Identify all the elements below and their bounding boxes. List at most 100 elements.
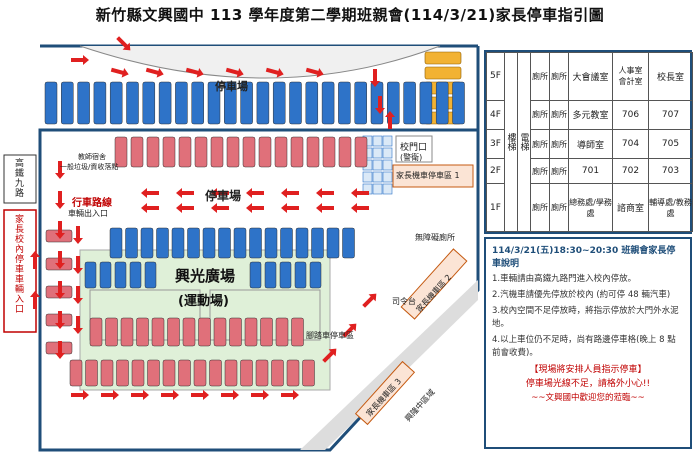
toilet-cell: 廁所: [549, 183, 569, 232]
car: [249, 261, 262, 289]
car: [85, 359, 98, 387]
arrow-shape: [221, 390, 239, 400]
gate-label: 校門口: [400, 143, 428, 153]
car: [136, 317, 149, 347]
arrow-shape: [342, 323, 357, 338]
floor-label: 1F: [486, 183, 505, 232]
route-arrow: [30, 291, 40, 309]
toilet-cell: 廁所: [530, 158, 550, 185]
arrow-shape: [71, 390, 89, 400]
route-arrow: [221, 390, 239, 400]
car: [452, 81, 465, 125]
car: [130, 136, 144, 168]
room-cell: 705: [648, 128, 693, 160]
car: [342, 227, 355, 259]
route-arrow: [30, 251, 40, 269]
waste-area-label: 一般垃圾/資收落點: [60, 163, 119, 171]
room-cell: 導師室: [568, 128, 613, 160]
moto-slot: [382, 147, 393, 159]
arrow-shape: [55, 251, 65, 269]
car: [419, 81, 433, 125]
info-item: 1.車輛請由高鐵九路門進入校內停放。: [492, 274, 637, 284]
mid-parking-label: 停車場: [205, 189, 242, 203]
car: [61, 81, 74, 125]
route-arrow: [55, 191, 65, 209]
room-cell: 人事室 會計室: [612, 52, 649, 101]
route-arrow: [71, 390, 89, 400]
car: [142, 81, 156, 125]
car: [242, 136, 256, 168]
arrow-shape: [71, 55, 89, 65]
route-arrow: [141, 188, 159, 198]
arrow-shape: [131, 390, 149, 400]
route-arrow: [281, 203, 299, 213]
arrow-shape: [141, 203, 159, 213]
moto-slot: [362, 171, 373, 183]
route-arrow: [351, 203, 369, 213]
route-arrow: [246, 188, 264, 198]
note-staff: 【現場將安排人員指示停車】: [529, 365, 647, 375]
car: [302, 359, 315, 387]
route-arrow: [251, 390, 269, 400]
moto-area-1: [392, 164, 474, 188]
moto-slot: [372, 171, 383, 183]
car: [194, 136, 208, 168]
route-arrow: [73, 226, 83, 244]
car: [435, 81, 449, 125]
route-arrow: [370, 69, 380, 87]
car: [280, 227, 293, 259]
car: [126, 81, 139, 125]
route-arrow: [176, 203, 194, 213]
car: [114, 136, 128, 168]
route-arrow: [265, 67, 284, 78]
plaza-sub: (運動場): [178, 294, 229, 309]
car: [294, 261, 307, 289]
toilet-cell: 廁所: [530, 52, 550, 101]
room-cell: 輔導處/教務處: [648, 183, 693, 232]
car: [244, 317, 258, 347]
arrow-shape: [110, 67, 129, 78]
moto-slot: [382, 183, 393, 195]
car: [178, 136, 192, 168]
route-arrow: [211, 203, 229, 213]
car: [286, 359, 300, 387]
route-arrow: [225, 67, 244, 78]
route-arrow: [73, 256, 83, 274]
toilet-cell: 廁所: [530, 183, 550, 232]
room-cell: 706: [612, 99, 649, 130]
car: [158, 81, 172, 125]
arrow-shape: [116, 36, 131, 51]
car: [187, 227, 200, 259]
arrow-shape: [30, 251, 40, 269]
route-arrows: [30, 36, 395, 400]
moto-slot: [372, 159, 383, 171]
parking-map: [3, 36, 480, 452]
info-panel: 114/3/21(五)18:30~20:30 班親會家長停車說明 1.車輛請由高…: [484, 237, 692, 449]
arrow-shape: [305, 67, 324, 78]
car: [354, 81, 367, 125]
car: [224, 81, 237, 125]
info-item: 2.汽機車請優先停放於校內 (約可停 48 輛汽車): [492, 290, 671, 300]
arrow-shape: [55, 221, 65, 239]
toilet-cell: 廁所: [530, 128, 550, 160]
car: [354, 136, 368, 168]
route-arrow: [176, 188, 194, 198]
route-arrow: [55, 281, 65, 299]
car: [226, 136, 240, 168]
arrow-shape: [176, 203, 194, 213]
room-cell: 701: [568, 158, 613, 185]
arrow-shape: [73, 226, 83, 244]
road-strip: [300, 280, 478, 450]
car: [240, 359, 253, 387]
moto-slot: [372, 147, 383, 159]
teacher-area-label: 教師宿舍: [78, 153, 106, 161]
route-arrow: [55, 161, 65, 179]
road-sign-box: [3, 154, 37, 204]
car: [69, 359, 83, 387]
info-item: 4.以上車位仍不足時，尚有路邊停車格(晚上 8 點前會收費)。: [492, 335, 676, 358]
route-arrow: [362, 293, 377, 308]
car: [210, 136, 224, 168]
car: [144, 261, 157, 289]
car: [264, 227, 278, 259]
